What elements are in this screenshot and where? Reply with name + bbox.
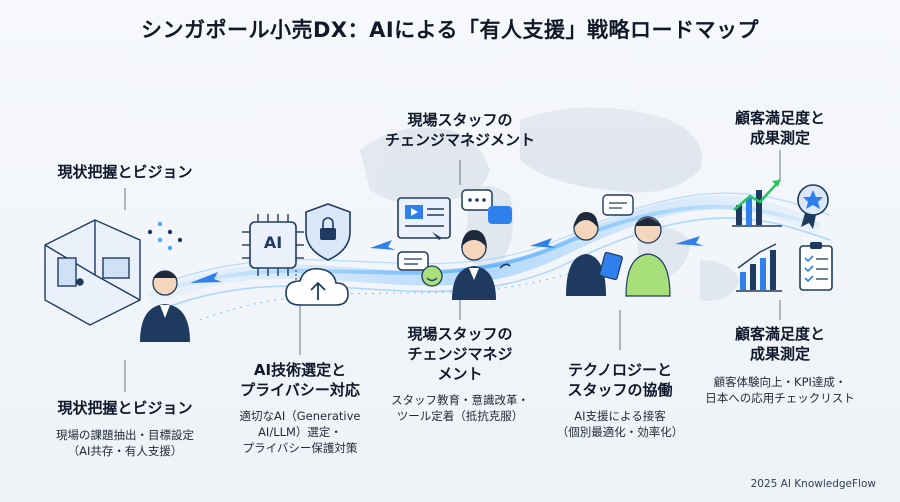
dots-decoration: [147, 221, 183, 251]
staff-customer-illustration: [566, 194, 671, 297]
stage-4-bottom-label-1: テクノロジーと: [567, 361, 673, 379]
stage-3-top-label-1: 現場スタッフの: [407, 111, 513, 129]
staff-2-illustration: [452, 230, 511, 300]
stage-5-top-label-2: 成果測定: [749, 129, 810, 147]
flow-arrows: [190, 236, 704, 283]
stage-2-desc-1: 適切なAI（Generative: [239, 409, 361, 423]
stage-4-desc-2: （個別最適化・効率化）: [556, 425, 684, 439]
checklist-icon: [799, 242, 833, 291]
page-title: シンガポール小売DX：AIによる「有人支援」戦略ロードマップ: [140, 18, 760, 42]
stage-5-bottom-label-2: 成果測定: [749, 345, 810, 363]
ai-chip-label: AI: [263, 233, 283, 252]
stage-1-desc-2: （AI共存・有人支援）: [67, 444, 183, 458]
store-illustration: [44, 219, 141, 326]
shield-lock-icon: [305, 203, 351, 261]
stage-2-bottom-label-1: AI技術選定と: [253, 361, 347, 379]
arrow-2: [370, 240, 396, 250]
stage-4-desc-1: AI支援による接客: [574, 409, 666, 423]
stage-2-desc-2: AI/LLM）選定・: [258, 425, 342, 439]
award-badge-icon: [797, 184, 829, 229]
cloud-upload-icon: [285, 267, 349, 306]
stage-3-bottom-label-2: チェンジマネジ: [407, 345, 513, 363]
arrow-1: [190, 272, 222, 283]
stage-2-desc-3: プライバシー保護対策: [242, 441, 358, 455]
arrow-3: [530, 238, 556, 248]
stage-3-desc-1: スタッフ教育・意識改革・: [391, 393, 529, 407]
ai-chip-illustration: [242, 214, 304, 276]
stage-1-top-label: 現状把握とビジョン: [57, 163, 193, 181]
stage-5-desc-1: 顧客体験向上・KPI達成・: [713, 375, 847, 389]
stage-1-desc-1: 現場の課題抽出・目標設定: [56, 428, 194, 442]
stage-3-bottom-label-3: メント: [437, 365, 483, 383]
stage-5-bottom-label-1: 顧客満足度と: [734, 325, 825, 343]
stage-1-bottom-label: 現状把握とビジョン: [57, 399, 193, 417]
stage-4-bottom-label-2: スタッフの協働: [567, 381, 673, 399]
footer-credit: 2025 AI KnowledgeFlow: [750, 478, 876, 490]
arrow-4: [675, 236, 704, 246]
chat-bubble-icon: [397, 189, 512, 287]
growth-chart-icon: [732, 179, 782, 227]
bar-chart-icon: [736, 243, 782, 292]
stage-3-bottom-label-1: 現場スタッフの: [407, 325, 513, 343]
stage-5-desc-2: 日本への応用チェックリスト: [705, 391, 855, 405]
stage-5-top-label-1: 顧客満足度と: [734, 109, 825, 127]
video-screen-icon: [397, 197, 451, 240]
stage-3-top-label-2: チェンジマネジメント: [384, 131, 535, 149]
stage-2-bottom-label-2: プライバシー対応: [240, 381, 360, 399]
stage-3-desc-2: ツール定着（抵抗克服）: [396, 409, 524, 423]
staff-1-illustration: [140, 270, 190, 342]
